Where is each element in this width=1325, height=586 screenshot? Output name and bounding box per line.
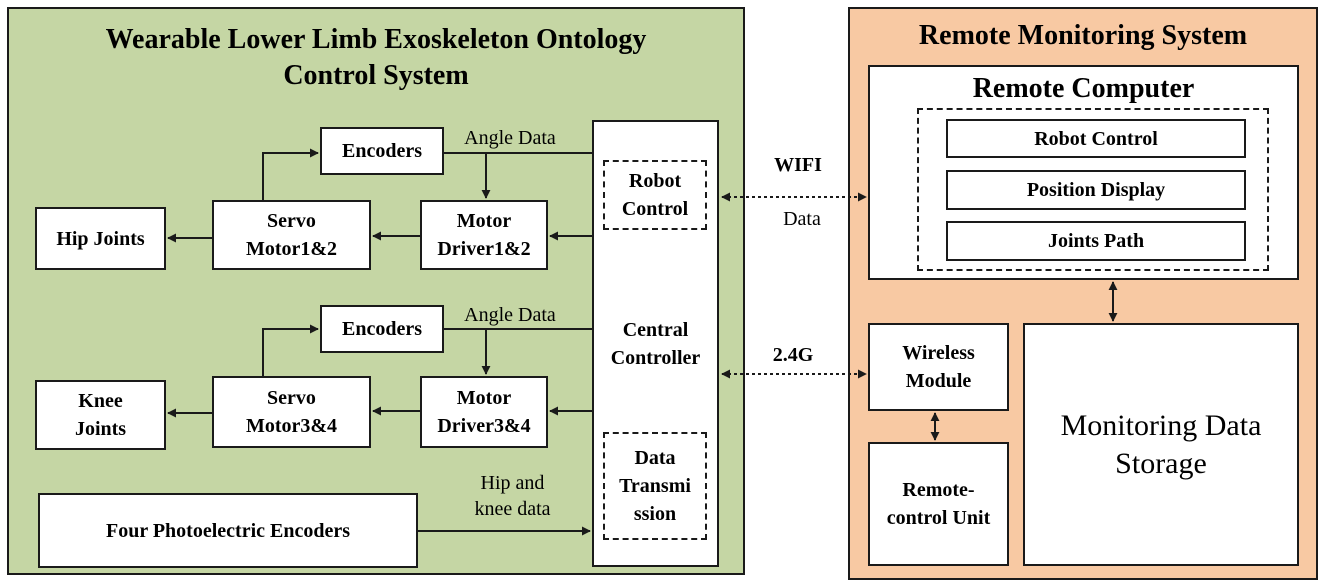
exoskeleton-title-line2: Control System [283,60,469,91]
motor-driver-3-4-line2: Driver3&4 [437,415,531,437]
band-2-4g-label: 2.4G [772,344,814,366]
data-transmission-sub-box: Data Transmi ssion [603,432,707,540]
hip-knee-data-line2: knee data [474,498,551,520]
joints-path-module: Joints Path [946,221,1246,261]
knee-angle-data-label: Angle Data [464,304,556,326]
central-controller-line2: Controller [610,346,701,369]
hip-knee-data-line1: Hip and [480,472,545,494]
wifi-data-label: Data [783,208,821,230]
robot-control-module: Robot Control [946,119,1246,158]
remote-control-unit-line2: control Unit [886,507,991,529]
monitoring-data-storage-line2: Storage [1115,446,1207,480]
knee-joints-line2: Joints [74,418,127,440]
hip-joints-box: Hip Joints [35,207,166,270]
monitoring-data-storage-line1: Monitoring Data [1060,408,1262,442]
robot-control-line2: Control [621,198,689,220]
remote-computer-title: Remote Computer [972,73,1195,104]
hip-encoders-box: Encoders [320,127,444,175]
remote-control-unit-line1: Remote- [902,479,975,501]
servo12-to-encoders-arrow [262,148,319,200]
remote-monitoring-title: Remote Monitoring System [918,20,1248,51]
motor-driver-1-2-line1: Motor [456,210,512,232]
central-controller-line1: Central [622,318,689,341]
exoskeleton-title-line1: Wearable Lower Limb Exoskeleton Ontology [105,24,647,55]
servo-motor-3-4-line1: Servo [267,387,316,409]
servo34-to-encoders-arrow [262,324,319,376]
hip-angle-data-label: Angle Data [464,127,556,149]
remote-control-unit-box: Remote-control Unit [868,442,1009,566]
position-display-module: Position Display [946,170,1246,210]
servo-motor-1-2-line1: Servo [267,210,316,232]
exoskeleton-title: Wearable Lower Limb Exoskeleton Ontology… [7,22,745,94]
motor-driver-1-2-line2: Driver1&2 [437,238,531,260]
knee-joints-line1: Knee [78,390,123,412]
hip-knee-data-label: Hip and knee data [440,470,585,522]
photoelectric-encoders-box: Four Photoelectric Encoders [38,493,418,568]
motor-driver-3-4-line1: Motor [456,387,512,409]
remote-computer-modules-group [917,108,1269,271]
wifi-label: WIFI [774,154,822,176]
robot-control-line1: Robot [628,170,682,192]
wireless-module-line2: Module [905,370,972,392]
knee-encoders-box: Encoders [320,305,444,353]
wireless-module-line1: Wireless [902,342,975,364]
servo-motor-1-2-line2: Motor1&2 [245,238,338,260]
servo-motor-3-4-line2: Motor3&4 [245,415,338,437]
